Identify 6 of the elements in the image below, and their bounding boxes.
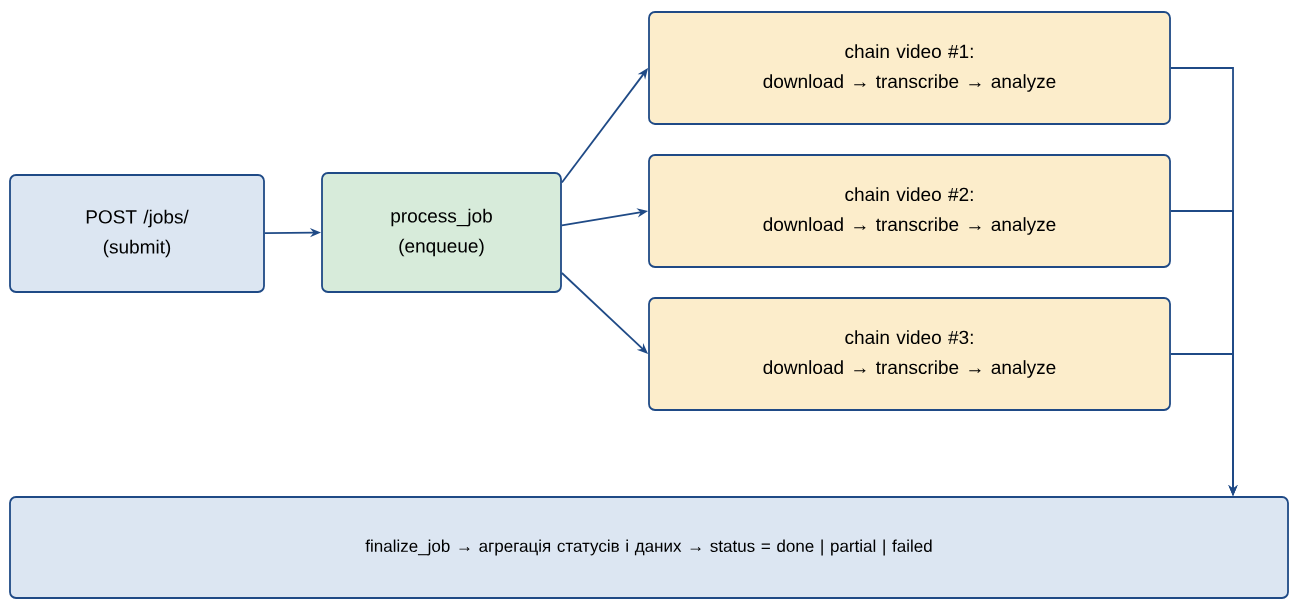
process-box: process_job (enqueue) — [321, 172, 562, 293]
result-box: finalize_job → агрегація статусів і даних → status = done | partial | failed — [9, 496, 1289, 599]
task-box: chain video #3: download → transcribe → analyze — [648, 297, 1171, 411]
process-box: POST /jobs/ (submit) — [9, 174, 265, 293]
task-box: chain video #2: download → transcribe → analyze — [648, 154, 1171, 268]
task-box: chain video #1: download → transcribe → analyze — [648, 11, 1171, 125]
